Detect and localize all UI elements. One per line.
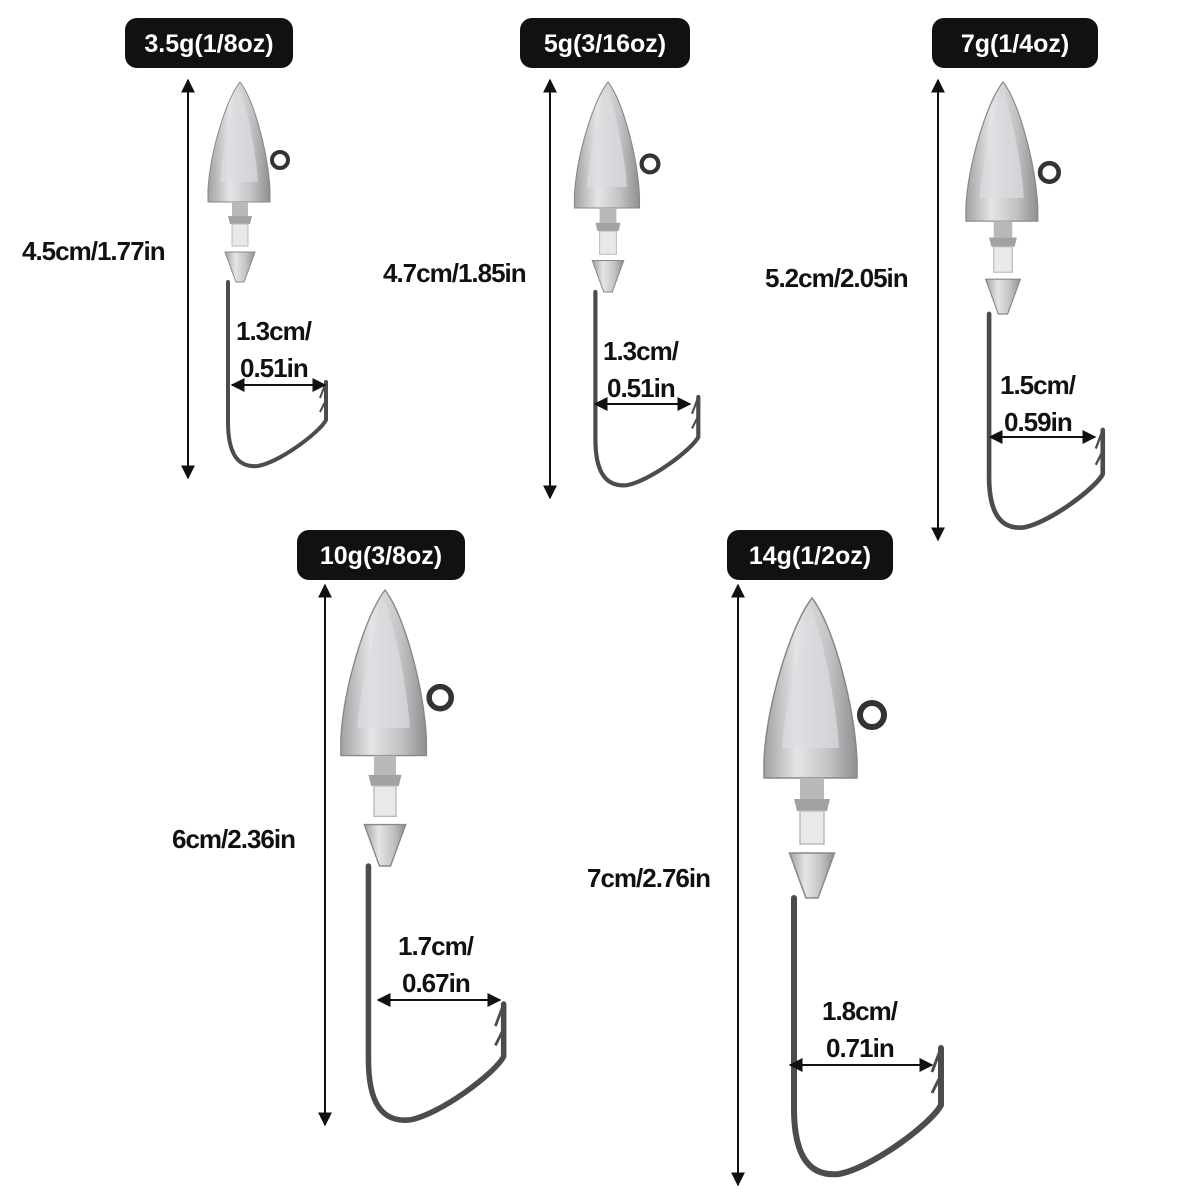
gap-label-line2: 0.71in (826, 1033, 894, 1063)
bait-keeper-cone (788, 852, 836, 899)
weight-badge: 3.5g(1/8oz) (125, 18, 293, 68)
length-label: 4.7cm/1.85in (383, 258, 526, 288)
bait-keeper-collar (231, 223, 249, 247)
gap-label-line2: 0.51in (607, 373, 675, 403)
hook-wire (791, 895, 944, 1178)
line-tie-eye (857, 700, 887, 730)
jig-head-illustration (573, 81, 701, 488)
jig-head-illustration (340, 588, 507, 1123)
jig-hook-1: 3.5g(1/8oz) 4.5cm/1.77in 1.3cm/0.51in (22, 18, 328, 480)
weight-badge: 7g(1/4oz) (932, 18, 1098, 68)
weight-label: 3.5g(1/8oz) (144, 30, 273, 58)
bait-keeper-cone (984, 278, 1022, 315)
bait-keeper-collar (373, 785, 397, 818)
line-tie-eye (270, 150, 290, 170)
weight-badge: 10g(3/8oz) (297, 530, 465, 580)
weight-label: 10g(3/8oz) (320, 542, 442, 570)
jig-hook-2: 5g(3/16oz) 4.7cm/1.85in 1.3cm/0.51in (383, 18, 701, 500)
weight-badge-bg (727, 530, 893, 580)
weight-label: 14g(1/2oz) (749, 542, 871, 570)
line-tie-eye (639, 153, 661, 175)
gap-label-line1: 1.3cm/ (236, 316, 312, 346)
jig-head-illustration (763, 596, 944, 1178)
jig-hook-3: 7g(1/4oz) 5.2cm/2.05in 1.5cm/0.59in (765, 18, 1106, 542)
hook-barb (1094, 429, 1104, 466)
gap-label-line2: 0.67in (402, 968, 470, 998)
hook-wire (593, 289, 701, 488)
hook-wire (986, 311, 1106, 530)
weight-label: 7g(1/4oz) (961, 30, 1069, 58)
weight-badge-bg (297, 530, 465, 580)
length-label: 4.5cm/1.77in (22, 236, 165, 266)
jig-head-illustration (207, 81, 328, 469)
hook-barb (691, 396, 700, 429)
bait-keeper-cone (224, 251, 256, 283)
bait-keeper-cone (591, 259, 625, 293)
bait-keeper-cone (363, 823, 407, 867)
gap-label-line2: 0.51in (240, 353, 308, 383)
length-label: 6cm/2.36in (172, 824, 295, 854)
hook-barb (494, 1003, 505, 1047)
line-tie-eye (1037, 160, 1061, 185)
weight-badge-bg (932, 18, 1098, 68)
length-label: 7cm/2.76in (587, 863, 710, 893)
gap-label-line1: 1.5cm/ (1000, 370, 1076, 400)
jig-hook-4: 10g(3/8oz) 6cm/2.36in 1.7cm/0.67in (172, 530, 507, 1127)
weight-badge-bg (125, 18, 293, 68)
gap-label-line1: 1.7cm/ (398, 931, 474, 961)
weight-label: 5g(3/16oz) (544, 30, 666, 58)
hook-wire (226, 280, 328, 469)
hook-wire (365, 863, 507, 1123)
gap-label-line2: 0.59in (1004, 407, 1072, 437)
jig-hook-5: 14g(1/2oz) 7cm/2.76in 1.8cm/0.71in (587, 530, 944, 1187)
weight-badge: 5g(3/16oz) (520, 18, 690, 68)
gap-label-line1: 1.3cm/ (603, 336, 679, 366)
weight-badge: 14g(1/2oz) (727, 530, 893, 580)
bait-keeper-collar (799, 810, 825, 845)
hook-barb (930, 1047, 943, 1094)
weight-badge-bg (520, 18, 690, 68)
line-tie-eye (426, 683, 454, 712)
length-label: 5.2cm/2.05in (765, 263, 908, 293)
gap-label-line1: 1.8cm/ (822, 996, 898, 1026)
jig-head-illustration (965, 81, 1106, 530)
bait-keeper-collar (599, 230, 617, 255)
bait-keeper-collar (993, 246, 1013, 273)
